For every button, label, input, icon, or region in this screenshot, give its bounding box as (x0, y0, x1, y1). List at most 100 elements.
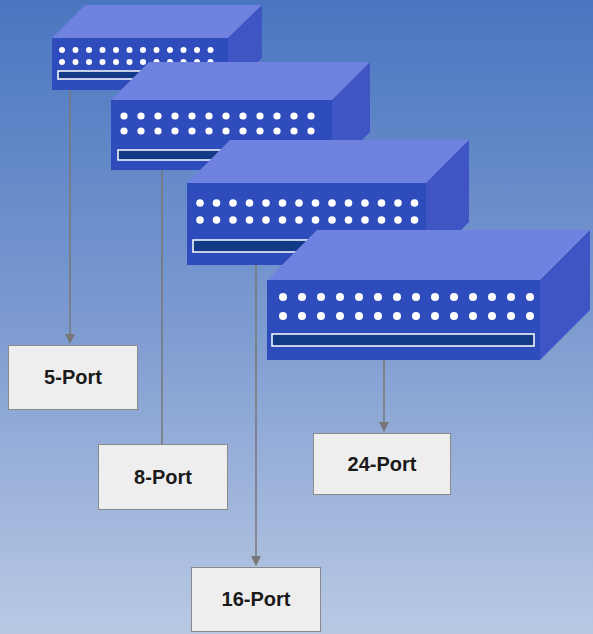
port-dot (246, 216, 254, 224)
port-dot (113, 59, 119, 65)
port-label: 5-Port (44, 366, 102, 389)
port-dot (127, 47, 133, 53)
port-dot (328, 199, 336, 207)
port-dot (73, 59, 79, 65)
port-label-box: 24-Port (313, 433, 451, 495)
port-dot (171, 127, 178, 134)
port-dot (361, 216, 369, 224)
port-dot (127, 59, 133, 65)
port-dot (431, 293, 439, 301)
port-dot (345, 199, 353, 207)
port-dot (298, 312, 306, 320)
port-dot (120, 127, 127, 134)
port-dot (355, 293, 363, 301)
port-dot (355, 312, 363, 320)
port-dot (336, 293, 344, 301)
port-dot (273, 112, 280, 119)
port-dot (411, 199, 419, 207)
port-dot (469, 312, 477, 320)
port-dot (86, 59, 92, 65)
port-dot (256, 112, 263, 119)
port-dot (361, 199, 369, 207)
port-dot (256, 127, 263, 134)
port-label: 16-Port (222, 588, 291, 611)
port-dot (167, 47, 173, 53)
port-dot (222, 112, 229, 119)
port-dot (336, 312, 344, 320)
port-dot (188, 112, 195, 119)
port-dot (488, 293, 496, 301)
port-dot (196, 216, 204, 224)
port-label-box: 16-Port (191, 567, 321, 632)
port-dot (137, 112, 144, 119)
port-dot (394, 199, 402, 207)
port-dot (59, 59, 65, 65)
port-dot (412, 312, 420, 320)
port-dot (298, 293, 306, 301)
port-dot (393, 293, 401, 301)
port-dot (262, 199, 270, 207)
port-dot (140, 59, 146, 65)
port-dot (317, 293, 325, 301)
port-dot (154, 47, 160, 53)
port-dot (345, 216, 353, 224)
port-dot (279, 199, 287, 207)
port-dot (262, 216, 270, 224)
port-dot (312, 216, 320, 224)
port-dot (213, 216, 221, 224)
port-dot (328, 216, 336, 224)
port-dot (450, 293, 458, 301)
port-dot (488, 312, 496, 320)
port-dot (213, 199, 221, 207)
port-label-box: 5-Port (8, 345, 138, 410)
port-dot (307, 112, 314, 119)
port-dot (526, 312, 534, 320)
port-dot (208, 47, 214, 53)
port-dot (229, 216, 237, 224)
port-dot (205, 127, 212, 134)
port-dot (194, 47, 200, 53)
port-dot (100, 47, 106, 53)
port-dot (507, 312, 515, 320)
port-dot (222, 127, 229, 134)
port-label: 8-Port (134, 466, 192, 489)
port-dot (469, 293, 477, 301)
port-dot (120, 112, 127, 119)
port-dot (154, 112, 161, 119)
port-dot (86, 47, 92, 53)
port-dot (239, 127, 246, 134)
port-dot (154, 127, 161, 134)
port-dot (312, 199, 320, 207)
port-dot (374, 293, 382, 301)
port-dot (246, 199, 254, 207)
port-dot (188, 127, 195, 134)
port-dot (317, 312, 325, 320)
port-dot (171, 112, 178, 119)
port-dot (279, 216, 287, 224)
port-dot (290, 127, 297, 134)
port-dot (411, 216, 419, 224)
port-dot (412, 293, 420, 301)
port-dot (196, 199, 204, 207)
port-dot (450, 312, 458, 320)
port-dot (526, 293, 534, 301)
port-dot (205, 112, 212, 119)
port-label: 24-Port (348, 453, 417, 476)
port-dot (181, 47, 187, 53)
switch-24 (267, 230, 590, 360)
port-dot (229, 199, 237, 207)
port-dot (239, 112, 246, 119)
port-dot (307, 127, 314, 134)
port-dot (394, 216, 402, 224)
port-dot (59, 47, 65, 53)
port-dot (113, 47, 119, 53)
port-dot (279, 293, 287, 301)
port-dot (378, 199, 386, 207)
port-dot (295, 216, 303, 224)
port-dot (378, 216, 386, 224)
port-dot (393, 312, 401, 320)
port-dot (507, 293, 515, 301)
port-dot (137, 127, 144, 134)
port-dot (279, 312, 287, 320)
